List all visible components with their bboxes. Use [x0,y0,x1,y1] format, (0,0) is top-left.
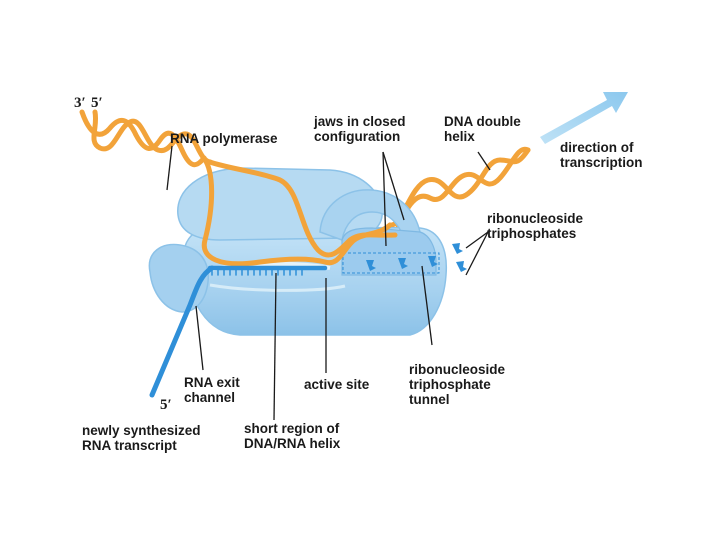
label-3prime-top: 3′ [74,95,86,111]
label-rna-polymerase: RNA polymerase [170,131,278,146]
direction-arrow [540,92,628,144]
label-5prime-top: 5′ [91,95,103,111]
rna-polymerase-body [149,168,446,335]
label-active-site: active site [304,377,369,392]
label-5prime-rna: 5′ [160,397,172,413]
